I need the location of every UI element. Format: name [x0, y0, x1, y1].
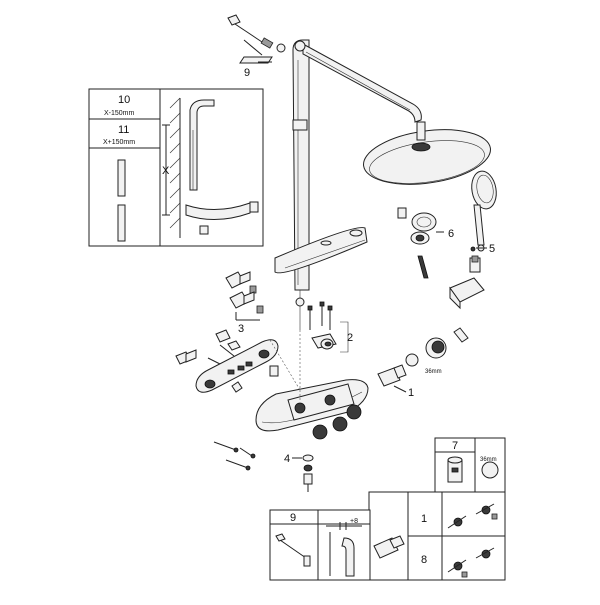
inset-dim-x: X — [162, 165, 170, 177]
hand-shower: 5 — [470, 170, 497, 255]
inset-7-wrench: 36mm — [480, 457, 497, 463]
callout-6: 6 — [448, 228, 454, 240]
inset-label-11-dim: X+150mm — [103, 139, 135, 146]
inlet-fittings-left — [175, 329, 241, 365]
trim-cover-plate — [195, 339, 279, 393]
inset-9-label: 9 — [290, 512, 296, 524]
callout-4: 4 — [284, 453, 290, 465]
wall-bracket-screw-assembly: 9 — [227, 14, 286, 79]
callout-2: 2 — [347, 332, 353, 344]
inset-label-8: 8 — [421, 554, 427, 566]
hand-shower-holder — [449, 255, 485, 310]
wrench-size-note: 36mm — [425, 369, 442, 375]
mounting-screws-2: 2 — [307, 301, 353, 353]
inset-label-10: 10 — [118, 94, 130, 106]
callout-1: 1 — [408, 387, 414, 399]
shower-riser-rail — [292, 39, 310, 330]
inset-9-dim: +8 — [350, 518, 358, 525]
inset-label-10-dim: X-150mm — [104, 110, 135, 117]
connector-set-3: 3 — [225, 271, 264, 335]
callout-9-top: 9 — [244, 67, 250, 79]
thermostat-cartridge-1: 1 36mm — [377, 327, 469, 399]
inset-options-1-8: 1 8 — [368, 491, 506, 581]
inset-7-label: 7 — [452, 440, 458, 452]
callout-5: 5 — [489, 243, 495, 255]
inset-wrench-7: 7 36mm — [434, 437, 506, 493]
callout-3: 3 — [238, 323, 244, 335]
overhead-shower-arm — [294, 40, 422, 123]
shower-shelf — [274, 227, 368, 274]
inset-bracket-9: 9 +8 — [269, 509, 371, 581]
height-adjustment-inset: 10 X-150mm 11 X+150mm X — [88, 88, 264, 247]
shower-head-spare-parts: 6 — [397, 207, 454, 279]
inset-label-1: 1 — [421, 513, 427, 525]
overhead-shower-head — [363, 121, 491, 185]
thermostat-body — [255, 330, 369, 440]
inset-label-11: 11 — [118, 124, 129, 136]
bottom-fixing-screws: 4 — [213, 441, 314, 492]
